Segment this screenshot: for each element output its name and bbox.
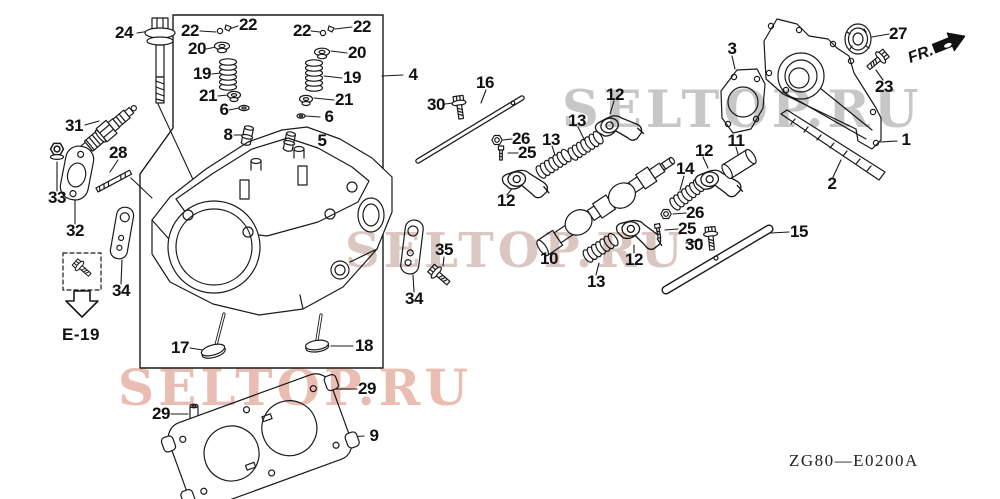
head-bolt-24	[144, 17, 176, 104]
push-rod-16	[415, 95, 525, 164]
stud-bolt-28	[95, 169, 133, 193]
valve-spring-13-b	[565, 129, 606, 163]
camshaft-10	[536, 156, 676, 257]
leader-lines	[56, 25, 898, 438]
bracket-34-right	[400, 219, 424, 275]
plate-32	[59, 145, 95, 201]
spring-retainer-left	[213, 41, 231, 54]
flange-bolt-30-top	[450, 94, 469, 121]
flange-bolt-30-bottom	[702, 225, 720, 252]
adjusting-nut-26-left	[491, 134, 503, 146]
exhaust-valve-18	[304, 313, 330, 353]
cylinder-head	[151, 126, 393, 316]
flange-bolt-23	[863, 47, 892, 74]
adjusting-screw-25-left	[497, 145, 505, 161]
reference-bolt-box	[62, 252, 102, 291]
valve-parts-box	[139, 14, 384, 369]
valve-keepers-right	[319, 25, 335, 37]
spring-retainer-right	[313, 47, 331, 60]
valve-keepers-left	[216, 24, 232, 35]
side-cover-1	[763, 18, 882, 150]
pin-collar-11	[721, 148, 757, 180]
adjusting-nut-26-right	[660, 208, 672, 220]
spring-seat-left	[238, 104, 250, 112]
diagram-code: ZG80—E0200A	[789, 451, 919, 470]
spring-seat-right	[296, 113, 306, 119]
push-rod-15	[661, 224, 774, 295]
valve-seal-left	[226, 90, 242, 103]
valve-spring-13-a	[533, 147, 574, 181]
nut-33	[49, 142, 65, 161]
intake-valve-17	[200, 312, 226, 359]
valve-seal-right	[298, 94, 314, 107]
bracket-34-left	[109, 206, 135, 260]
flange-bolt-35	[425, 262, 454, 289]
e19-arrow	[65, 290, 99, 318]
e19-reference-label: E-19	[62, 325, 100, 344]
oil-seal-27	[844, 23, 872, 55]
cover-gasket-3	[720, 68, 766, 134]
valve-spring-right	[304, 59, 324, 92]
head-gasket-9	[160, 373, 360, 499]
guide-strip-2	[780, 109, 886, 181]
fr-direction-arrow	[931, 32, 966, 54]
valve-spring-13-c	[580, 231, 621, 265]
valve-spring-left	[218, 58, 238, 91]
